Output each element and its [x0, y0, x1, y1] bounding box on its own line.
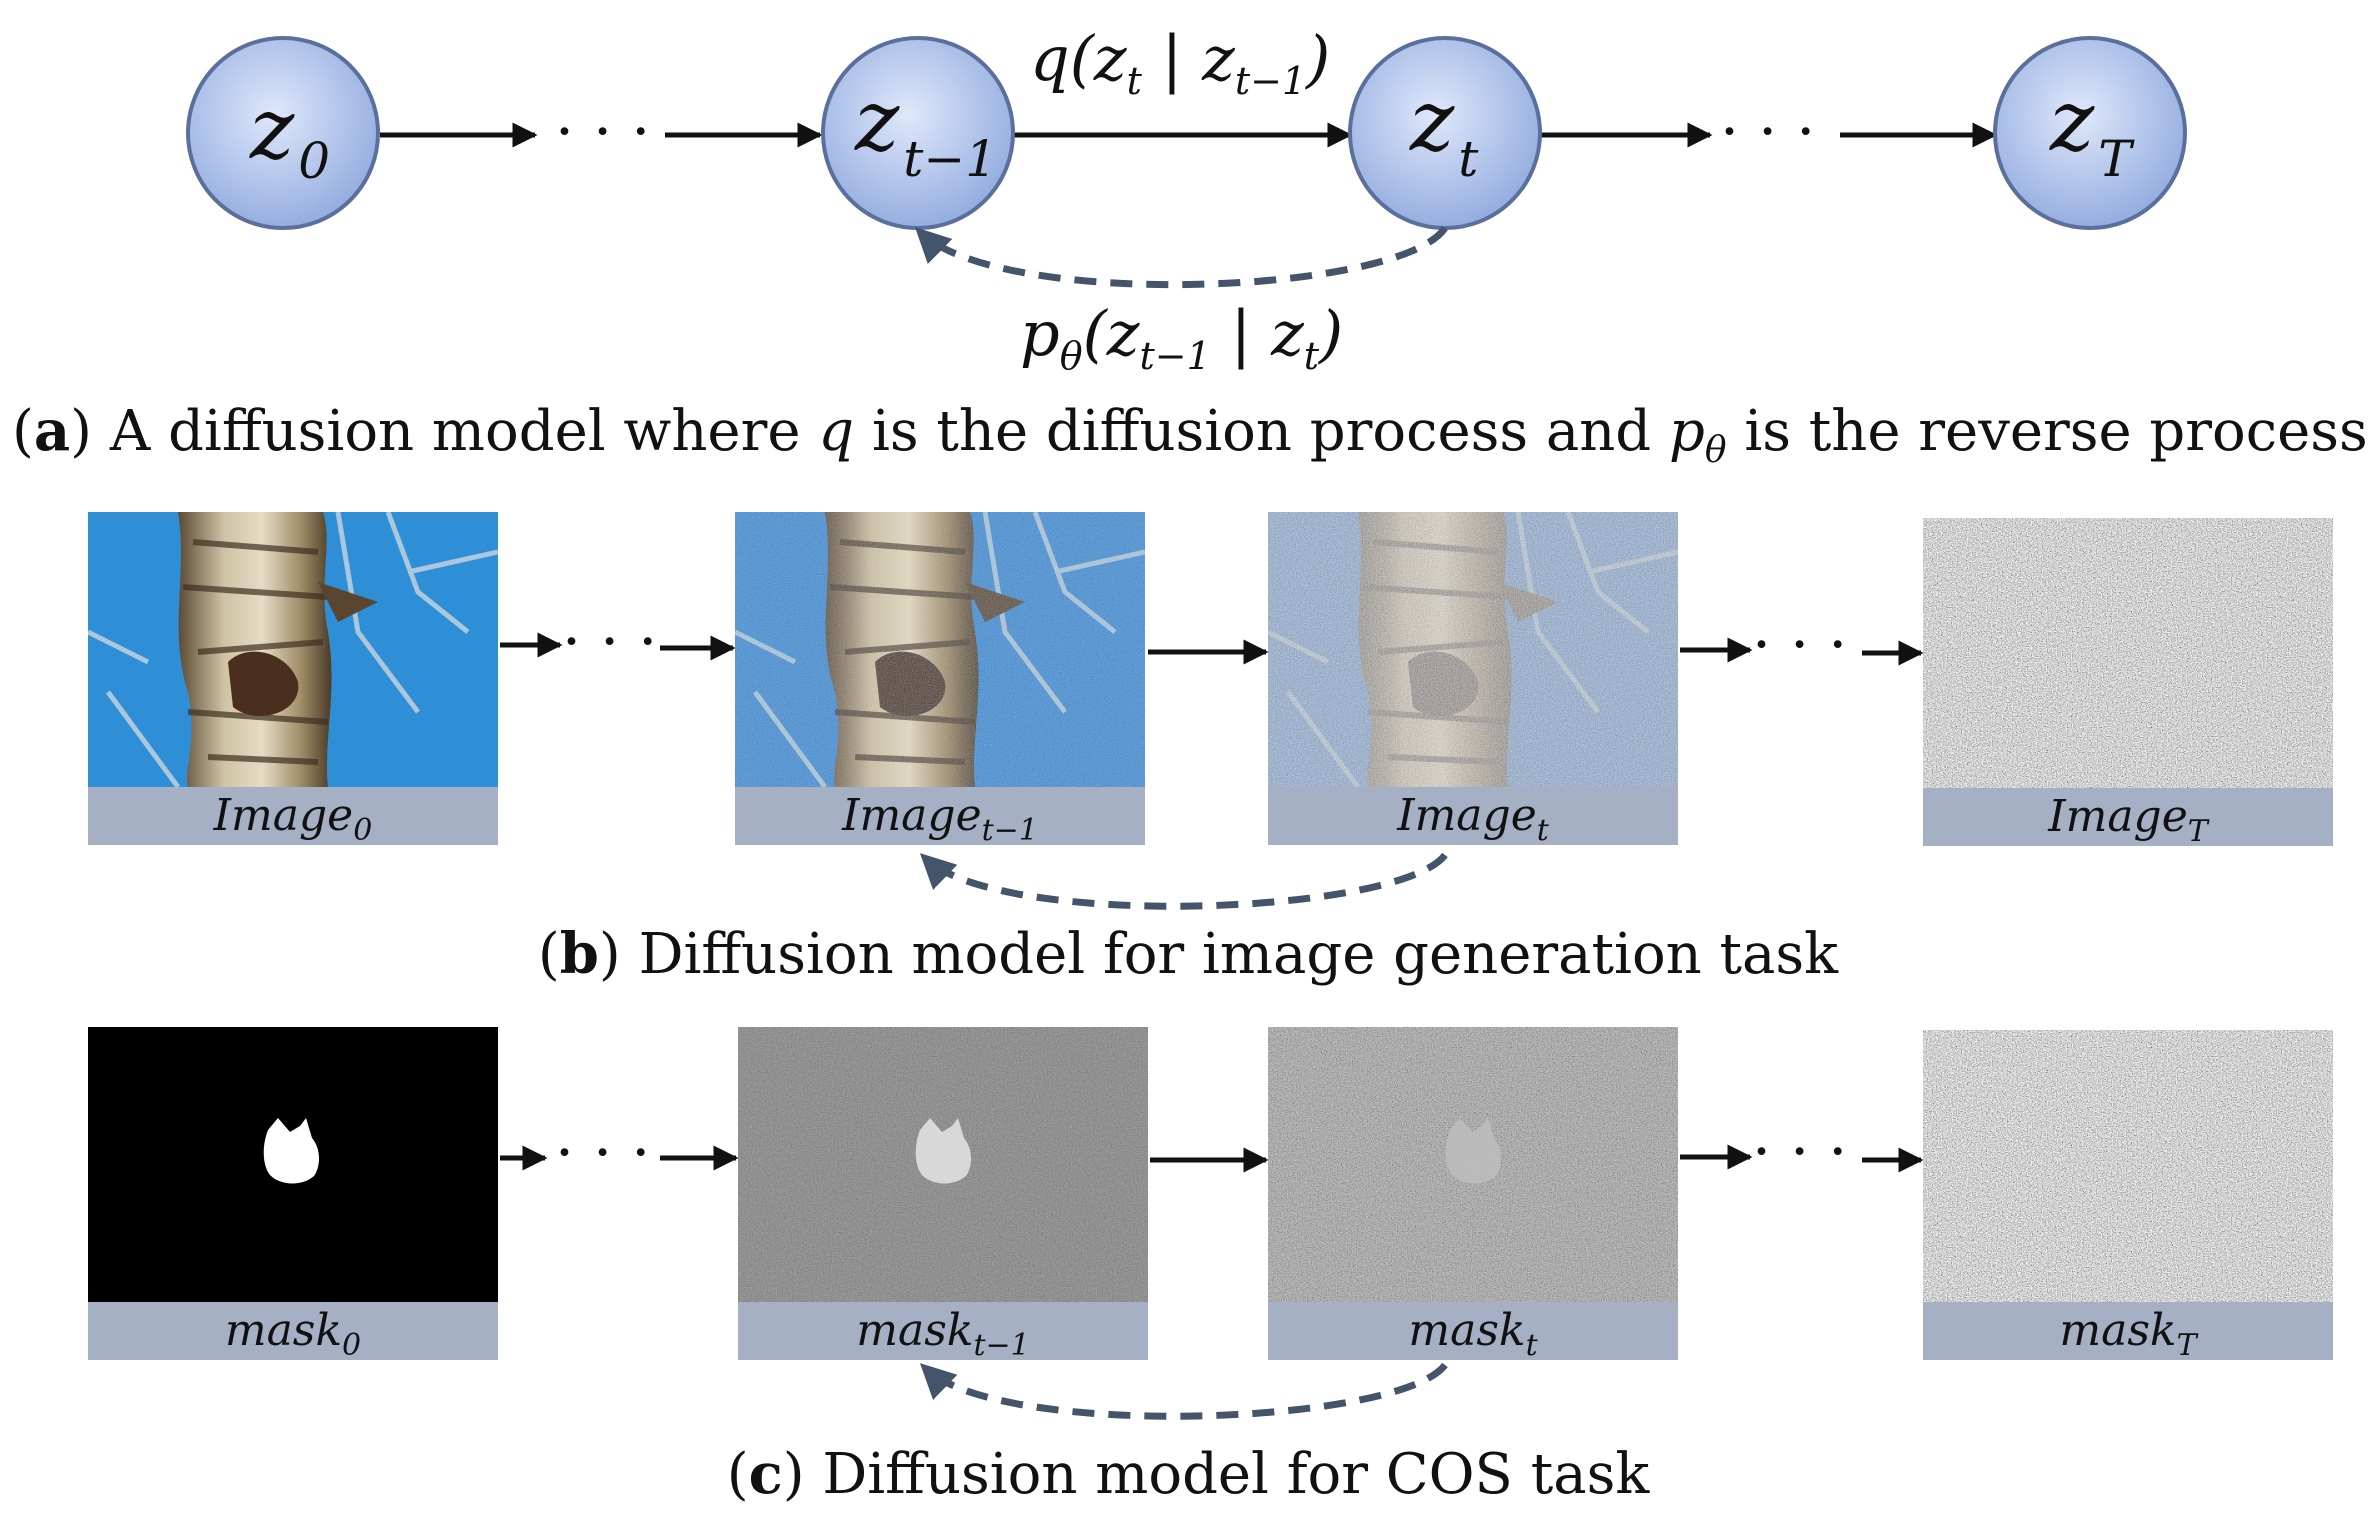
- image-panel-T: ImageT: [1923, 518, 2333, 849]
- panel-label: maskt: [1408, 1305, 1538, 1363]
- svg-text:zt−1: zt−1: [854, 72, 997, 188]
- caption-a: (a) A diffusion model where q is the dif…: [12, 398, 2368, 471]
- ellipsis: · · ·: [1720, 97, 1815, 167]
- object-silhouette: [915, 1118, 971, 1184]
- caption-b: (b) Diffusion model for image generation…: [538, 921, 1839, 987]
- reverse-dashed-arrow: [914, 225, 1448, 289]
- object-silhouette: [1445, 1118, 1501, 1184]
- section-b-image-chain: Image0 Imaget−1 Imaget ImageT · · · · · …: [88, 512, 2333, 987]
- reverse-dashed-arrow: [919, 852, 1448, 910]
- ellipsis: · · ·: [1752, 1117, 1847, 1187]
- ellipsis: · · ·: [1752, 610, 1847, 680]
- panel-label: ImageT: [2047, 791, 2210, 849]
- reverse-process-label: pθ(zt−1 | zt): [1020, 297, 1343, 378]
- panel-label: maskt−1: [856, 1305, 1029, 1363]
- node-zT: zT: [1993, 36, 2187, 230]
- svg-text:zt: zt: [1409, 72, 1479, 188]
- reverse-dashed-arrow: [919, 1362, 1448, 1420]
- node-zt: zt: [1348, 36, 1542, 230]
- object-silhouette: [263, 1118, 319, 1184]
- panel-label: maskT: [2059, 1305, 2198, 1363]
- mask-panel-t: maskt: [1268, 1027, 1678, 1363]
- panel-label: mask0: [225, 1305, 361, 1363]
- ellipsis: · · ·: [555, 1118, 650, 1188]
- ellipsis: · · ·: [555, 97, 650, 167]
- image-panel-t-1: Imaget−1: [735, 512, 1145, 848]
- panel-label: Imaget−1: [841, 790, 1038, 848]
- mask-panel-t-1: maskt−1: [738, 1027, 1148, 1363]
- mask-panel-T: maskT: [1923, 1030, 2333, 1363]
- panel-label: Image0: [213, 790, 373, 848]
- svg-text:zT: zT: [2049, 72, 2135, 188]
- forward-process-label: q(zt | zt−1): [1030, 22, 1330, 103]
- section-a-chain: · · · · · · z0 zt−1 zt zT q(zt | zt−1) p…: [12, 22, 2368, 471]
- caption-c: (c) Diffusion model for COS task: [727, 1441, 1651, 1507]
- node-z0: z0: [186, 36, 380, 230]
- node-zt-1: zt−1: [821, 36, 1015, 230]
- mask-panel-0: mask0: [88, 1027, 498, 1363]
- svg-text:z0: z0: [249, 80, 330, 190]
- image-panel-t: Imaget: [1268, 512, 1678, 848]
- image-panel-0: Image0: [88, 512, 498, 848]
- section-c-mask-chain: mask0 maskt−1 maskt maskT · · ·: [88, 1027, 2333, 1507]
- panel-label: Imaget: [1396, 790, 1550, 848]
- ellipsis: · · ·: [562, 607, 657, 677]
